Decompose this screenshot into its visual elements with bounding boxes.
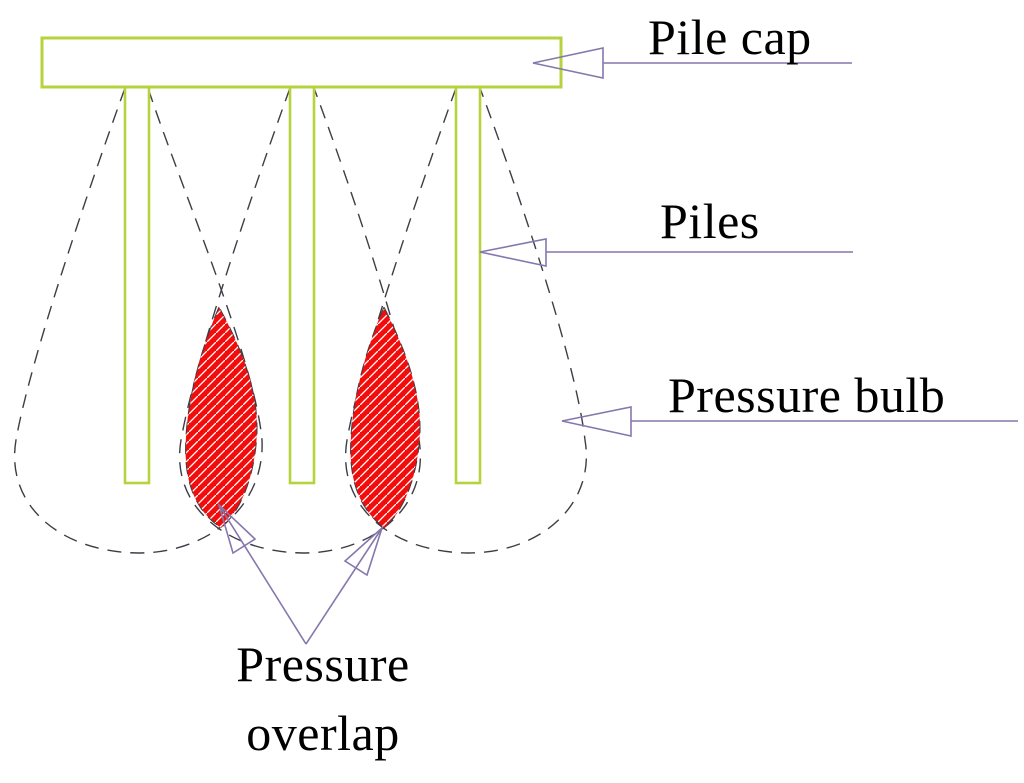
pile-cap-shape — [40, 36, 563, 89]
piles-arrow-icon — [479, 238, 547, 267]
pressure-bulb-label: Pressure bulb — [668, 367, 946, 423]
pile-left — [123, 85, 151, 485]
pressure-bulb-outline-left — [13, 87, 263, 554]
overlap-left-hatch — [185, 305, 258, 529]
pile-middle — [288, 85, 316, 485]
pressure-overlap-shape-right — [350, 305, 421, 529]
piles-leader — [479, 238, 853, 267]
overlap-leader-line-left — [218, 504, 307, 645]
pile-cap-arrow-icon — [532, 47, 604, 79]
pile-cap-leader — [532, 47, 852, 79]
pressure-bulb-outline-right — [344, 87, 588, 554]
pressure-bulb-arrow-icon — [561, 406, 632, 437]
pressure-overlap-leader — [217, 502, 384, 645]
pressure-overlap-label: Pressure overlap — [236, 636, 410, 761]
overlap-arrow-right-icon — [343, 525, 384, 577]
pressure-bulb-leader — [561, 406, 1018, 437]
piles-label: Piles — [660, 193, 760, 249]
overlap-leader-line-right — [305, 527, 383, 645]
overlap-right-hatch — [350, 305, 421, 529]
pile-cap-label: Pile cap — [648, 9, 812, 65]
pressure-overlap-shape-left — [185, 305, 258, 529]
pressure-bulb-outline-middle — [178, 87, 422, 554]
overlap-arrow-left-icon — [217, 502, 257, 555]
pile-right — [454, 85, 482, 485]
